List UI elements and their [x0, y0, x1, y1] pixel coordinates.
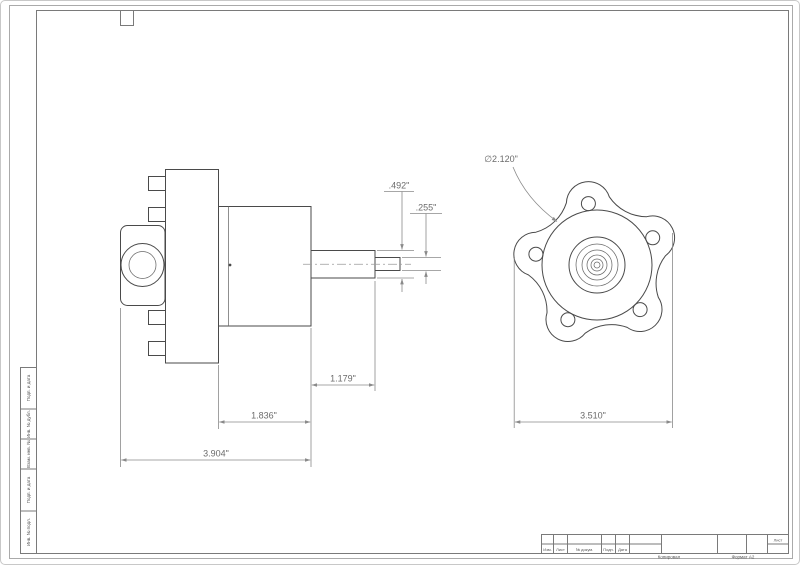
- title-col-izm: Изм.: [543, 547, 552, 552]
- port-outer-circle: [120, 243, 165, 287]
- port-inner-circle: [128, 251, 157, 279]
- left-margin-blocks: Подп. и дата Инв. № дубл. Взам. инв. № П…: [20, 367, 37, 554]
- title-col-podp: Подп.: [603, 547, 614, 552]
- bolt-hole: [528, 246, 544, 262]
- dim-1179-label: 1.179": [330, 374, 356, 384]
- stud: [148, 207, 166, 222]
- side-view-dimensions: .492" .255" 1.179" 1.836" 3.904": [120, 181, 442, 467]
- sheet-zone-box: [120, 10, 134, 26]
- sheet-outer-border: [9, 5, 793, 559]
- dim-3510-label: 3.510": [580, 411, 606, 421]
- bolt-hole: [645, 230, 661, 246]
- shaft-center-ring: [593, 261, 601, 269]
- hub-circle: [568, 236, 626, 294]
- bolt-hole: [560, 312, 576, 328]
- body-center-dot: [228, 263, 232, 267]
- side-view: [120, 169, 411, 364]
- sheet-inner-border: [36, 10, 789, 554]
- dim-492-label: .492": [389, 181, 410, 191]
- margin-block-label: Подп. и дата: [26, 476, 31, 503]
- title-col-data: Дата: [618, 547, 628, 552]
- title-col-list: Лист: [556, 547, 565, 552]
- margin-block-label: Инв. № подл.: [26, 518, 31, 546]
- title-col-doc: № докум.: [576, 547, 594, 552]
- footer-format-label: Формат A2: [732, 555, 755, 560]
- stud: [148, 176, 166, 191]
- footer-copied-label: Копировал: [658, 555, 681, 560]
- shaft-ring: [590, 258, 604, 272]
- title-sheet-label: Лист: [774, 538, 783, 543]
- pilot-circle: [541, 209, 653, 321]
- front-view: [513, 181, 676, 342]
- stud: [148, 341, 166, 356]
- sheet-frame: [9, 5, 793, 559]
- title-block: Изм. Лист № докум. Подп. Дата Лист Копир…: [541, 534, 789, 560]
- pump-body: [218, 206, 312, 327]
- bolt-hole: [580, 196, 596, 212]
- hub-ring: [581, 249, 613, 281]
- flange-outline: [513, 181, 676, 342]
- mounting-flange: [165, 169, 219, 364]
- margin-block-label: Подп. и дата: [26, 374, 31, 401]
- shaft-ring: [586, 254, 608, 276]
- dim-2120-label: ∅2.120": [484, 154, 518, 164]
- dim-1836-label: 1.836": [251, 411, 277, 421]
- port-block: [120, 225, 166, 306]
- dim-3904-label: 3.904": [203, 449, 229, 459]
- margin-block: [20, 510, 37, 554]
- diameter-leader: [512, 166, 558, 222]
- front-view-dimensions: ∅2.120" 3.510": [484, 154, 673, 428]
- margin-block-label: Взам. инв. №: [26, 440, 31, 468]
- dim-255-label: .255": [416, 203, 437, 213]
- bolt-hole: [632, 302, 648, 318]
- margin-block-label: Инв. № дубл.: [26, 410, 31, 438]
- hub-ring: [575, 243, 619, 287]
- stud: [148, 310, 166, 325]
